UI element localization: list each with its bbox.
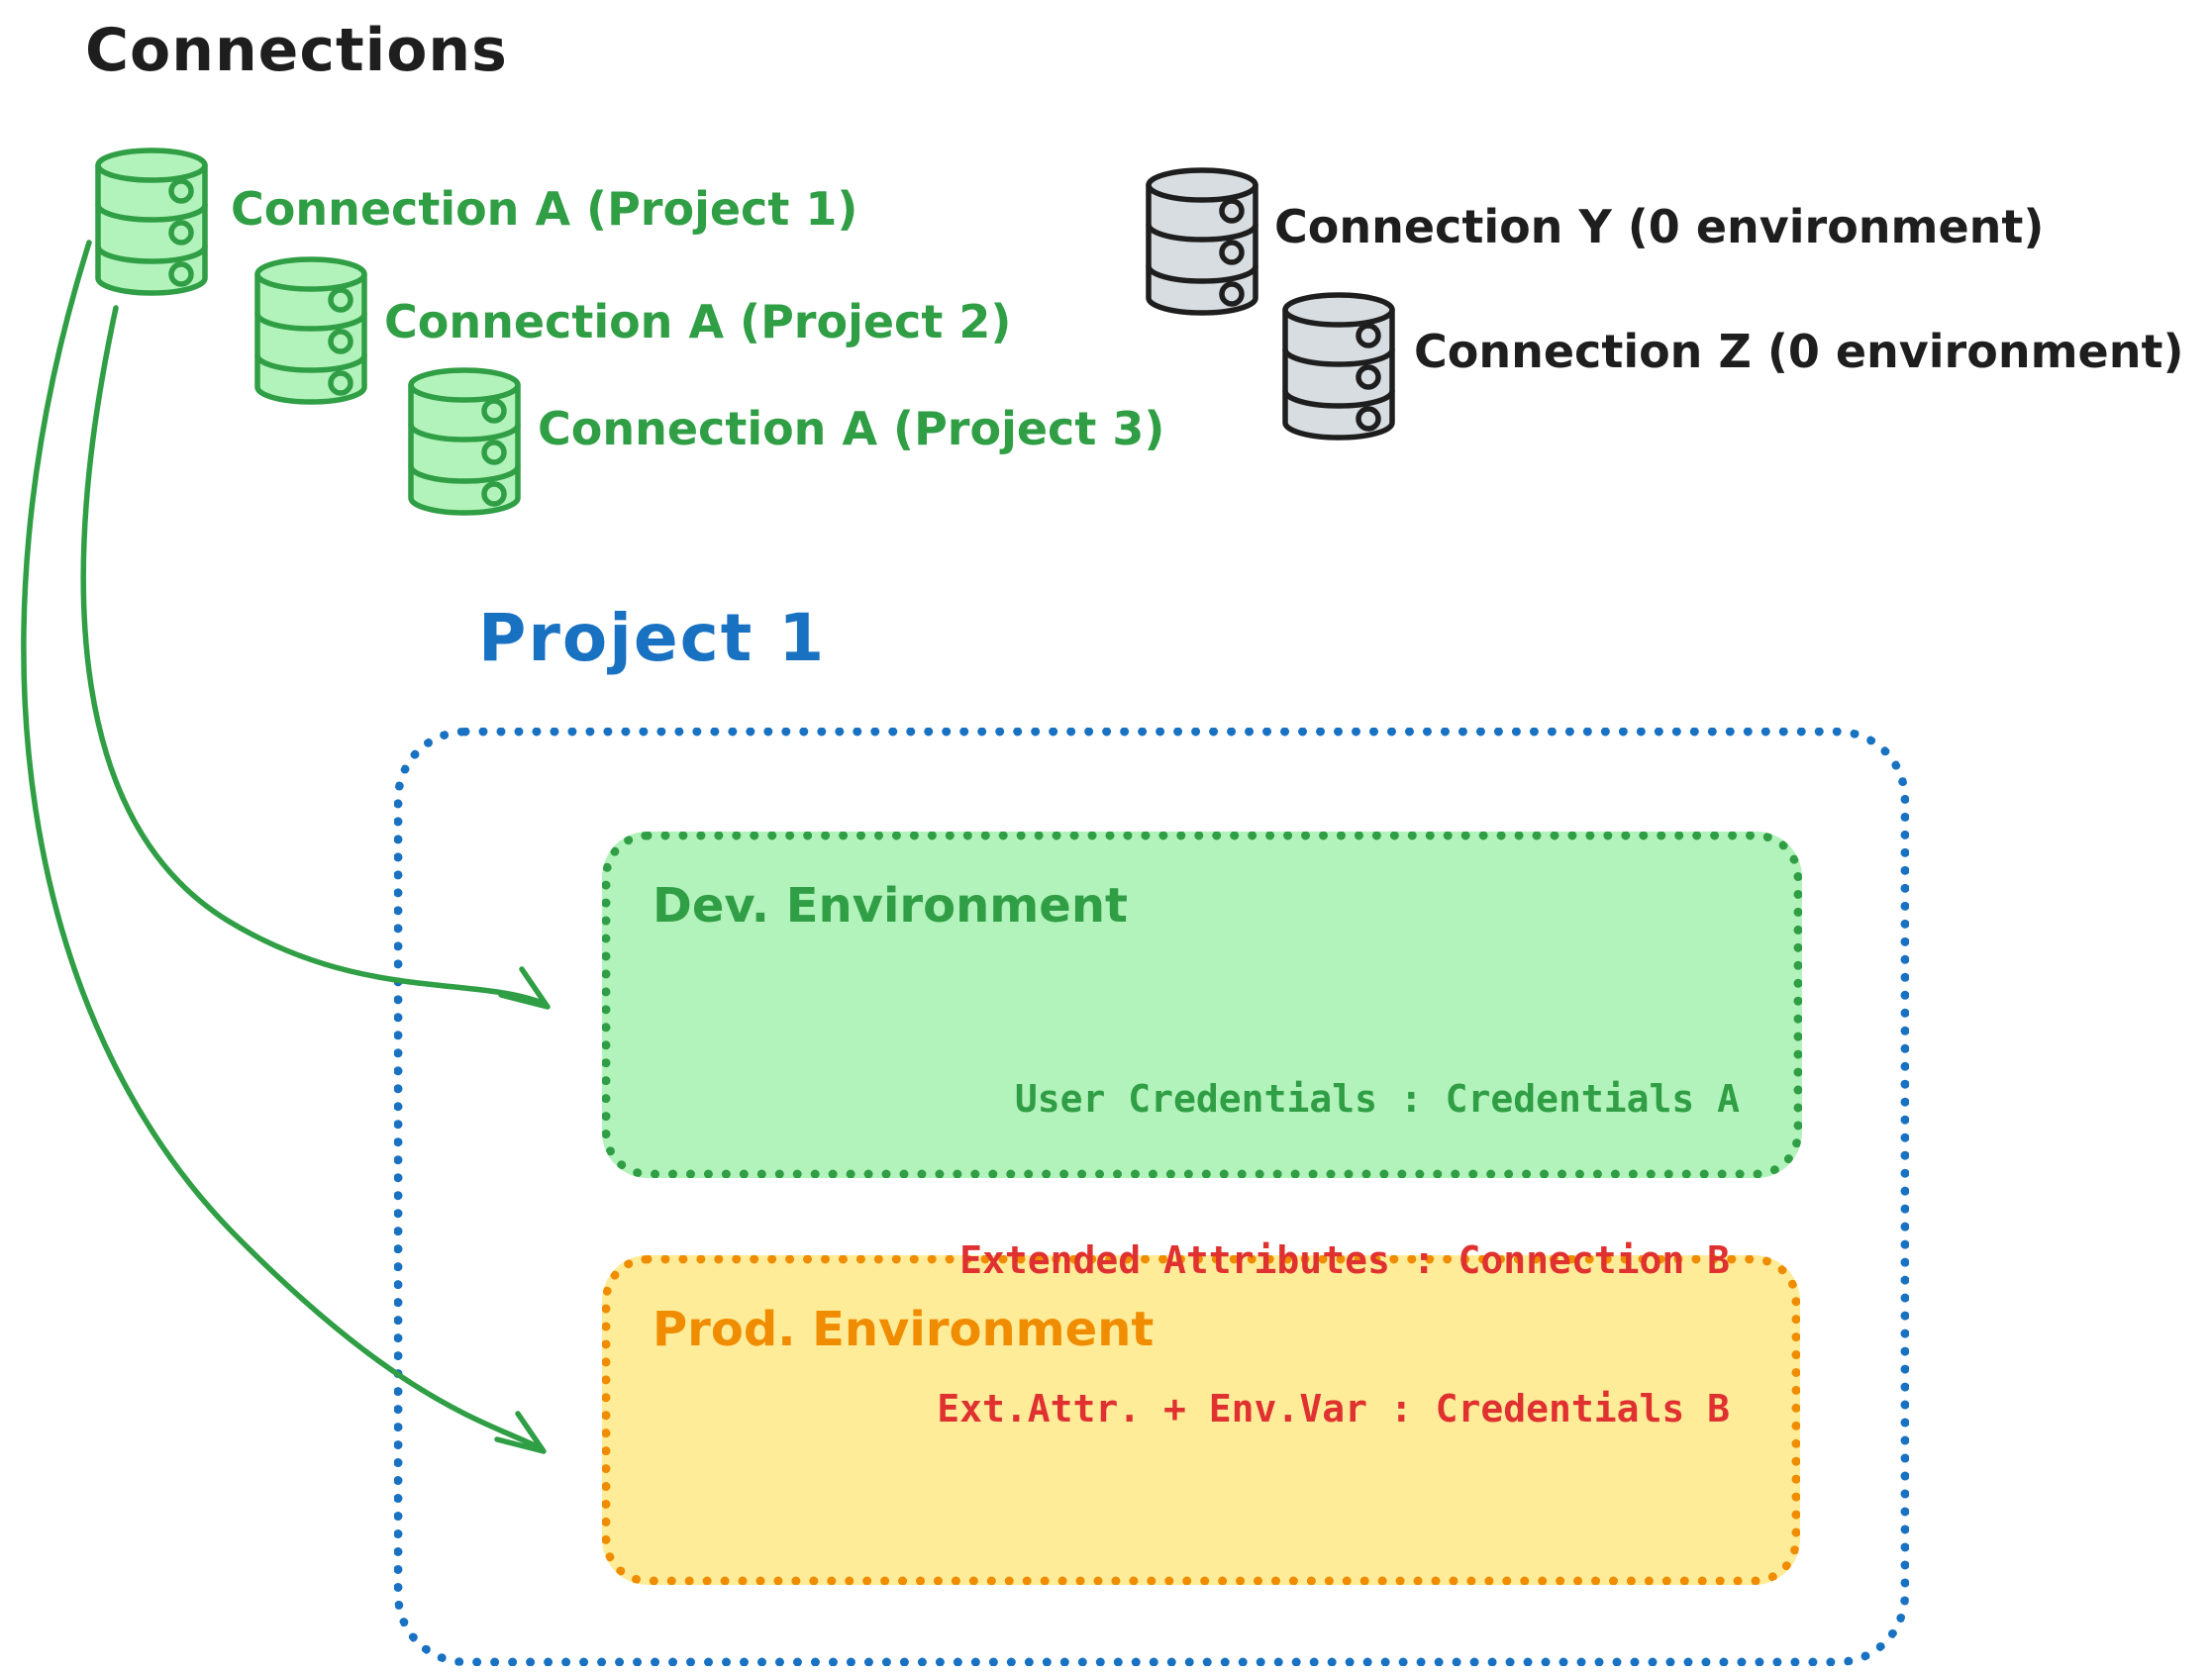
database-icon — [404, 366, 525, 519]
database-icon — [91, 147, 212, 299]
database-icon — [1278, 291, 1399, 443]
dev-credentials-mapping: User Credentials : Credentials A — [1014, 1077, 1740, 1121]
prod-mapping-line: Ext.Attr. + Env.Var : Credentials B — [937, 1387, 1730, 1430]
page-title: Connections — [85, 16, 508, 85]
project-title: Project 1 — [478, 600, 827, 676]
dev-environment-title: Dev. Environment — [653, 878, 1128, 934]
dev-environment-box: Dev. Environment User Credentials : Cred… — [602, 832, 1802, 1178]
prod-mapping-line: Extended Attributes : Connection B — [959, 1238, 1730, 1282]
connection-a-project2-label: Connection A (Project 2) — [384, 295, 1012, 348]
database-icon — [251, 255, 371, 408]
connection-z-label: Connection Z (0 environment) — [1414, 325, 2184, 378]
prod-environment-box: Prod. Environment Extended Attributes : … — [602, 1238, 1800, 1585]
prod-environment-title: Prod. Environment — [653, 1302, 1155, 1357]
connection-a-project1-label: Connection A (Project 1) — [231, 182, 858, 236]
database-icon — [1142, 166, 1262, 319]
prod-credentials-mappings: Extended Attributes : Connection B Ext.A… — [937, 1136, 1730, 1532]
connection-y-label: Connection Y (0 environment) — [1274, 200, 2045, 253]
connection-a-project3-label: Connection A (Project 3) — [538, 402, 1165, 455]
